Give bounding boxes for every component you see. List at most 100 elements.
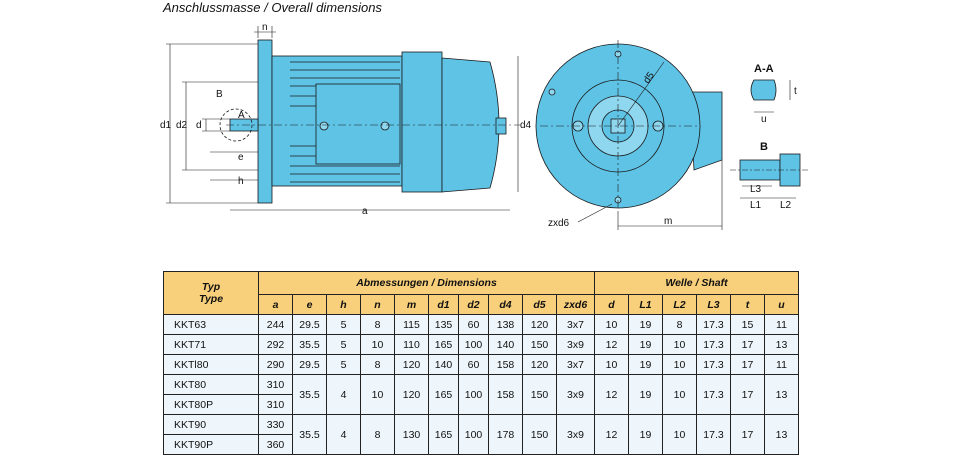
- label-e: e: [238, 152, 244, 163]
- type-cell: KKT63: [163, 314, 259, 335]
- cell-d4: 158: [488, 374, 523, 415]
- cell-d: 12: [594, 334, 629, 355]
- front-dimension-lines: [540, 40, 723, 230]
- type-cell: KKT80P: [163, 394, 259, 415]
- cell-m: 110: [394, 334, 429, 355]
- col-d5: d5: [522, 294, 557, 315]
- label-A: A: [238, 110, 245, 121]
- cell-e: 29.5: [292, 314, 327, 335]
- cell-t: 17: [730, 414, 765, 455]
- terminal-screw-right: [380, 121, 390, 131]
- cell-h: 5: [326, 334, 361, 355]
- cell-e: 35.5: [292, 374, 327, 415]
- cell-u: 13: [764, 414, 799, 455]
- section-a-a: [750, 79, 777, 101]
- cell-u: 13: [764, 374, 799, 415]
- cell-n: 8: [360, 354, 395, 375]
- col-d2: d2: [458, 294, 489, 315]
- cell-L3: 17.3: [696, 314, 731, 335]
- label-a: a: [362, 206, 368, 217]
- table-row: KKT71 292 35.5 5 10 110 165 100 140 150 …: [163, 334, 799, 355]
- label-zxd6: zxd6: [548, 218, 570, 229]
- cell-u: 13: [764, 334, 799, 355]
- cell-d4: 178: [488, 414, 523, 455]
- cell-L3: 17.3: [696, 354, 731, 375]
- type-header-de: Typ: [201, 281, 221, 293]
- cell-zxd6: 3x9: [556, 334, 595, 355]
- cell-a: 244: [258, 314, 293, 335]
- cell-a: 310: [258, 394, 293, 415]
- table-row: KKT63 244 29.5 5 8 115 135 60 138 120 3x…: [163, 314, 799, 335]
- fan-cover: [401, 51, 443, 193]
- cell-e: 29.5: [292, 354, 327, 375]
- cell-L3: 17.3: [696, 414, 731, 455]
- label-section: A-A: [754, 63, 774, 75]
- cell-n: 10: [360, 334, 395, 355]
- cell-d1: 165: [428, 334, 459, 355]
- cell-d5: 120: [522, 314, 557, 335]
- flange: [257, 39, 273, 204]
- type-header: Typ Type: [163, 271, 259, 315]
- cell-d1: 165: [428, 374, 459, 415]
- detail-b-marker: [219, 108, 253, 142]
- cell-n: 8: [360, 314, 395, 335]
- type-cell: KKT90: [163, 414, 259, 435]
- type-cell: KKT71: [163, 334, 259, 355]
- cell-n: 8: [360, 414, 395, 455]
- cell-L1: 19: [628, 374, 663, 415]
- cell-d: 10: [594, 314, 629, 335]
- col-d4: d4: [488, 294, 523, 315]
- cell-L1: 19: [628, 414, 663, 455]
- cell-zxd6: 3x9: [556, 414, 595, 455]
- label-L3: L3: [750, 184, 762, 195]
- dimensions-header: Abmessungen / Dimensions: [258, 271, 595, 295]
- table-row: KKT90 330 35.5 4 8 130 165 100 178 150 3…: [163, 414, 799, 455]
- cell-d2: 100: [458, 334, 489, 355]
- col-u: u: [764, 294, 799, 315]
- cell-n: 10: [360, 374, 395, 415]
- cell-d1: 140: [428, 354, 459, 375]
- col-d1: d1: [428, 294, 459, 315]
- page-title: Anschlussmasse / Overall dimensions: [163, 0, 382, 15]
- terminal-screw-left: [319, 121, 329, 131]
- cell-d4: 140: [488, 334, 523, 355]
- label-detail: B: [760, 141, 768, 153]
- col-a: a: [258, 294, 293, 315]
- column-header-row: a e h n m d1 d2 d4 d5 zxd6 d L1 L2 L3 t …: [164, 294, 799, 315]
- cell-t: 17: [730, 374, 765, 415]
- cell-d: 10: [594, 354, 629, 375]
- cell-L1: 19: [628, 354, 663, 375]
- cell-e: 35.5: [292, 414, 327, 455]
- cell-u: 11: [764, 314, 799, 335]
- type-cell: KKTl80: [163, 354, 259, 375]
- cell-d5: 150: [522, 414, 557, 455]
- col-t: t: [730, 294, 765, 315]
- cell-d2: 60: [458, 354, 489, 375]
- col-zxd6: zxd6: [556, 294, 595, 315]
- cell-a: 330: [258, 414, 293, 435]
- cell-zxd6: 3x9: [556, 374, 595, 415]
- label-u: u: [761, 114, 767, 125]
- label-d4: d4: [520, 120, 532, 131]
- cell-m: 130: [394, 414, 429, 455]
- cell-L3: 17.3: [696, 374, 731, 415]
- cell-a: 360: [258, 434, 293, 455]
- cell-e: 35.5: [292, 334, 327, 355]
- col-e: e: [292, 294, 327, 315]
- col-L1: L1: [628, 294, 663, 315]
- cell-zxd6: 3x7: [556, 354, 595, 375]
- technical-drawing: n B A d1 d2 d e h a d4 d5 zxd6 m: [160, 22, 808, 230]
- cell-L2: 8: [662, 314, 697, 335]
- cell-d5: 120: [522, 354, 557, 375]
- label-t: t: [794, 86, 797, 97]
- table-row: KKT80 310 35.5 4 10 120 165 100 158 150 …: [163, 374, 799, 415]
- cell-d2: 100: [458, 414, 489, 455]
- cell-d4: 158: [488, 354, 523, 375]
- col-d: d: [594, 294, 629, 315]
- col-L3: L3: [696, 294, 731, 315]
- cell-d5: 150: [522, 374, 557, 415]
- label-L1: L1: [750, 200, 762, 211]
- cell-t: 17: [730, 354, 765, 375]
- fan-shaft: [495, 117, 507, 135]
- cell-d5: 150: [522, 334, 557, 355]
